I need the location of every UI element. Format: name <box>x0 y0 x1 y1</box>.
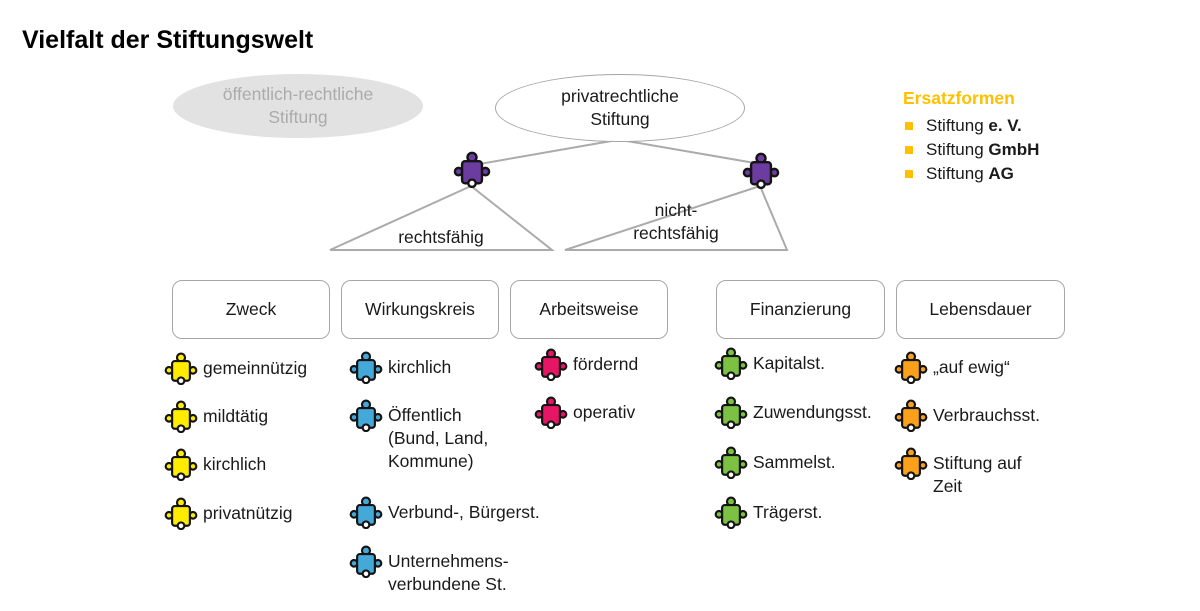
item-label: privatnützig <box>203 502 293 523</box>
item-label: Sammelst. <box>753 451 836 472</box>
item-label: kirchlich <box>388 356 452 377</box>
finanzierung-item: Sammelst. <box>714 445 836 479</box>
finanzierung-item: Trägerst. <box>714 495 822 529</box>
finanzierung-item: Zuwendungsst. <box>714 395 872 429</box>
ersatzformen-block: Ersatzformen Stiftung e. V. Stiftung Gmb… <box>903 88 1039 188</box>
category-box-lebensdauer: Lebensdauer <box>896 280 1065 339</box>
item-label: Verbund-, Bürgerst. <box>388 501 540 522</box>
item-label: Trägerst. <box>753 501 823 522</box>
puzzle-icon <box>714 445 748 479</box>
wirkungskreis-item: Verbund-, Bürgerst. <box>349 495 540 529</box>
item-label: operativ <box>573 401 636 422</box>
item-label: Stiftung GmbH <box>926 140 1039 160</box>
bullet-square-icon <box>905 170 913 178</box>
lebensdauer-item: Verbrauchsst. <box>894 398 1040 432</box>
item-label: mildtätig <box>203 405 269 426</box>
item-label: fördernd <box>573 353 639 374</box>
puzzle-icon <box>164 447 198 481</box>
node-privatrechtliche-stiftung: privatrechtliche Stiftung <box>495 74 745 142</box>
lebensdauer-item: Stiftung auf Zeit <box>894 446 1022 498</box>
category-box-finanzierung: Finanzierung <box>716 280 885 339</box>
category-box-wirkungskreis: Wirkungskreis <box>341 280 499 339</box>
category-box-zweck: Zweck <box>172 280 330 339</box>
item-label: Unternehmens- verbundene St. <box>388 550 509 594</box>
triangle-nicht-rechtsfaehig <box>564 184 789 251</box>
item-label: Stiftung auf Zeit <box>933 452 1022 496</box>
item-label: Zuwendungsst. <box>753 401 872 422</box>
puzzle-icon <box>534 347 568 381</box>
bullet-square-icon <box>905 122 913 130</box>
puzzle-icon <box>894 446 928 480</box>
puzzle-icon <box>164 496 198 530</box>
item-label: Verbrauchsst. <box>933 404 1040 425</box>
puzzle-icon <box>534 395 568 429</box>
item-label: „auf ewig“ <box>933 356 1010 377</box>
label-prefix: Stiftung <box>926 164 989 183</box>
bullet-square-icon <box>905 146 913 154</box>
item-label: kirchlich <box>203 453 267 474</box>
item-label: Stiftung e. V. <box>926 116 1022 136</box>
ersatzformen-heading: Ersatzformen <box>903 88 1015 108</box>
puzzle-icon <box>164 399 198 433</box>
zweck-item: gemeinnützig <box>164 351 307 385</box>
arbeitsweise-item: fördernd <box>534 347 638 381</box>
puzzle-icon <box>714 395 748 429</box>
puzzle-icon <box>714 495 748 529</box>
label-prefix: Stiftung <box>926 116 989 135</box>
list-item: Stiftung AG <box>903 164 1039 184</box>
puzzle-icon <box>714 346 748 380</box>
wirkungskreis-item: Unternehmens- verbundene St. <box>349 544 509 596</box>
page-title: Vielfalt der Stiftungswelt <box>22 26 314 54</box>
item-label: Stiftung AG <box>926 164 1014 184</box>
label-bold: AG <box>988 164 1014 183</box>
puzzle-icon <box>349 350 383 384</box>
puzzle-icon-nicht-rechtsfaehig <box>742 151 780 189</box>
category-label: Finanzierung <box>749 299 852 319</box>
list-item: Stiftung GmbH <box>903 140 1039 160</box>
node-oeffentlich-rechtliche-stiftung: öffentlich-rechtliche Stiftung <box>173 74 423 138</box>
node-label: öffentlich-rechtliche Stiftung <box>222 84 374 127</box>
lebensdauer-item: „auf ewig“ <box>894 350 1010 384</box>
branch-label-nicht-rechtsfaehig: nicht- rechtsfähig <box>633 200 719 243</box>
category-label: Lebensdauer <box>929 299 1032 319</box>
item-label: Kapitalst. <box>753 352 825 373</box>
label-bold: e. V. <box>988 116 1022 135</box>
puzzle-icon <box>349 398 383 432</box>
triangle-rechtsfaehig <box>329 184 555 251</box>
item-label: gemeinnützig <box>203 357 308 378</box>
category-label: Arbeitsweise <box>539 299 639 319</box>
label-prefix: Stiftung <box>926 140 989 159</box>
arbeitsweise-item: operativ <box>534 395 635 429</box>
puzzle-icon <box>349 544 383 578</box>
puzzle-icon-rechtsfaehig <box>453 150 491 188</box>
finanzierung-item: Kapitalst. <box>714 346 825 380</box>
puzzle-icon <box>164 351 198 385</box>
list-item: Stiftung e. V. <box>903 116 1039 136</box>
node-label: privatrechtliche Stiftung <box>561 86 679 129</box>
puzzle-icon <box>894 398 928 432</box>
puzzle-icon <box>894 350 928 384</box>
category-label: Zweck <box>225 299 277 319</box>
branch-label-rechtsfaehig: rechtsfähig <box>398 227 484 247</box>
wirkungskreis-item: Öffentlich (Bund, Land, Kommune) <box>349 398 488 473</box>
item-label: Öffentlich (Bund, Land, Kommune) <box>388 404 489 471</box>
zweck-item: privatnützig <box>164 496 293 530</box>
zweck-item: mildtätig <box>164 399 268 433</box>
category-box-arbeitsweise: Arbeitsweise <box>510 280 668 339</box>
zweck-item: kirchlich <box>164 447 266 481</box>
puzzle-icon <box>349 495 383 529</box>
wirkungskreis-item: kirchlich <box>349 350 451 384</box>
label-bold: GmbH <box>988 140 1040 159</box>
category-label: Wirkungskreis <box>365 299 475 319</box>
